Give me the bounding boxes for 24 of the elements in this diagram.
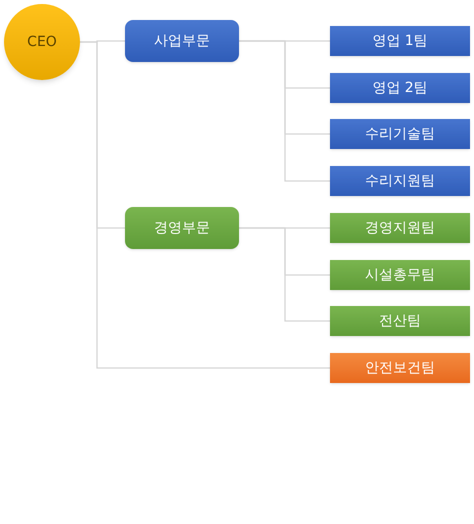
connector-line — [239, 227, 330, 322]
node-label: 사업부문 — [154, 32, 210, 50]
team-box — [330, 119, 470, 149]
team-box — [330, 353, 470, 383]
team-box — [330, 306, 470, 336]
node-label: 경영지원팀 — [365, 218, 435, 238]
node-label: 수리기술팀 — [365, 124, 435, 144]
node-label: 영업 1팀 — [372, 32, 428, 50]
division-box — [125, 20, 239, 62]
node-label: 영업 2팀 — [372, 78, 428, 98]
connector-line — [239, 40, 330, 182]
node-label: 안전보건팀 — [365, 358, 435, 378]
node-label: 수리지원팀 — [365, 172, 435, 190]
node-label: 경영부문 — [154, 218, 210, 238]
node-label: CEO — [27, 32, 57, 52]
division-box — [125, 207, 239, 249]
team-box — [330, 166, 470, 196]
team-box — [330, 260, 470, 290]
team-box — [330, 213, 470, 243]
team-box — [330, 73, 470, 103]
node-label: 전산팀 — [379, 312, 421, 330]
connector-line — [80, 41, 330, 369]
team-box — [330, 26, 470, 56]
node-label: 시설총무팀 — [365, 266, 435, 284]
